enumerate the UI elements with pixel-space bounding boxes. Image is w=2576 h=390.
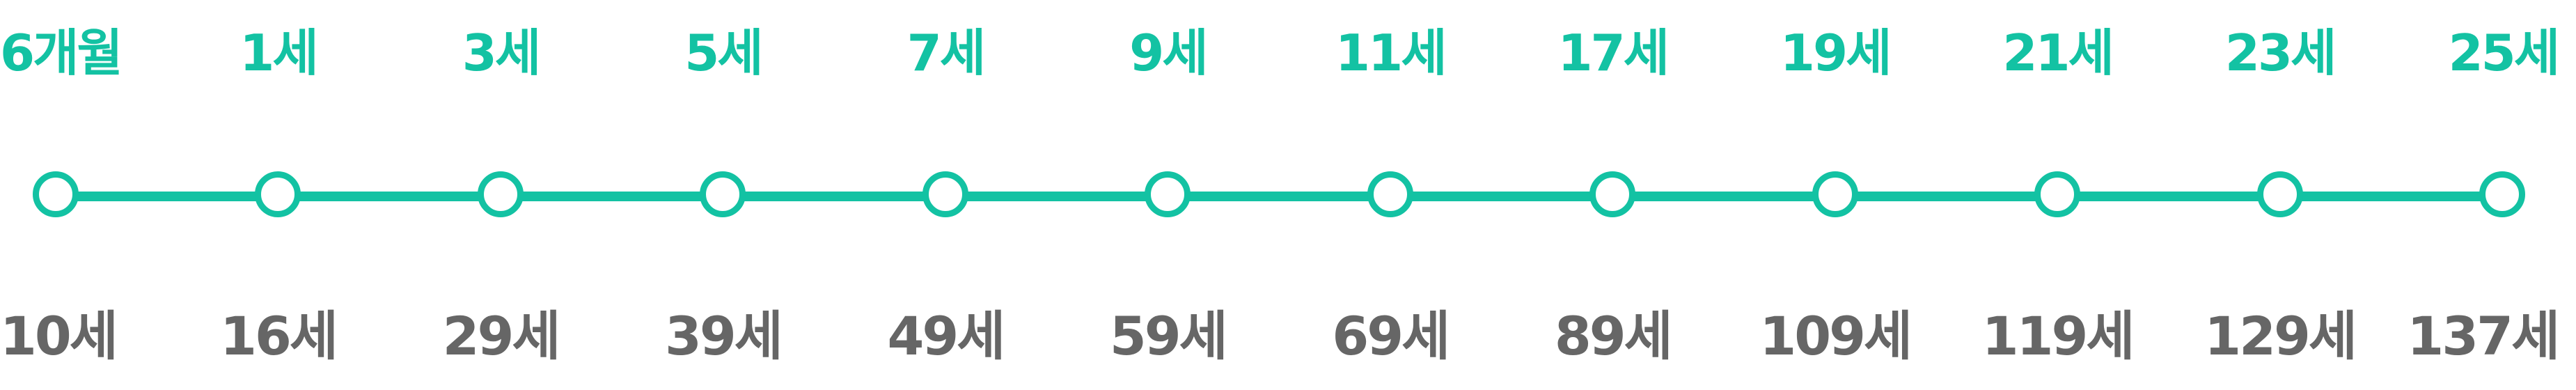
top-age-label: 19세 <box>1780 24 1892 82</box>
top-age-label: 23세 <box>2224 24 2337 82</box>
timeline-dot <box>255 171 301 217</box>
top-age-label: 21세 <box>2002 24 2114 82</box>
top-age-label: 9세 <box>1129 24 1208 82</box>
top-age-label: 3세 <box>462 24 541 82</box>
top-age-label: 7세 <box>906 24 986 82</box>
bottom-age-label: 109세 <box>1759 305 1913 367</box>
top-age-label: 6개월 <box>0 24 123 82</box>
timeline-dot <box>477 171 524 217</box>
top-age-label: 25세 <box>2448 24 2560 82</box>
timeline-dot <box>1812 171 1858 217</box>
top-age-label: 5세 <box>684 24 763 82</box>
top-age-label: 17세 <box>1557 24 1669 82</box>
bottom-age-label: 49세 <box>887 305 1005 367</box>
bottom-age-label: 39세 <box>665 305 783 367</box>
timeline-dot <box>2034 171 2081 217</box>
timeline-dot <box>1145 171 1191 217</box>
timeline-dot <box>700 171 746 217</box>
timeline-dot <box>922 171 968 217</box>
timeline-dot <box>2256 171 2303 217</box>
timeline-track <box>56 192 2502 201</box>
timeline-dot <box>2479 171 2525 217</box>
bottom-age-label: 29세 <box>442 305 561 367</box>
bottom-age-label: 137세 <box>2407 305 2560 367</box>
top-age-label: 11세 <box>1335 24 1447 82</box>
timeline-dot <box>1367 171 1413 217</box>
timeline-dot <box>1589 171 1636 217</box>
top-age-label: 1세 <box>239 24 318 82</box>
bottom-age-label: 10세 <box>0 305 118 367</box>
timeline-dot <box>33 171 79 217</box>
bottom-age-label: 16세 <box>220 305 338 367</box>
bottom-age-label: 69세 <box>1332 305 1450 367</box>
bottom-age-label: 129세 <box>2204 305 2357 367</box>
bottom-age-label: 59세 <box>1109 305 1228 367</box>
bottom-age-label: 89세 <box>1554 305 1673 367</box>
bottom-age-label: 119세 <box>1981 305 2135 367</box>
